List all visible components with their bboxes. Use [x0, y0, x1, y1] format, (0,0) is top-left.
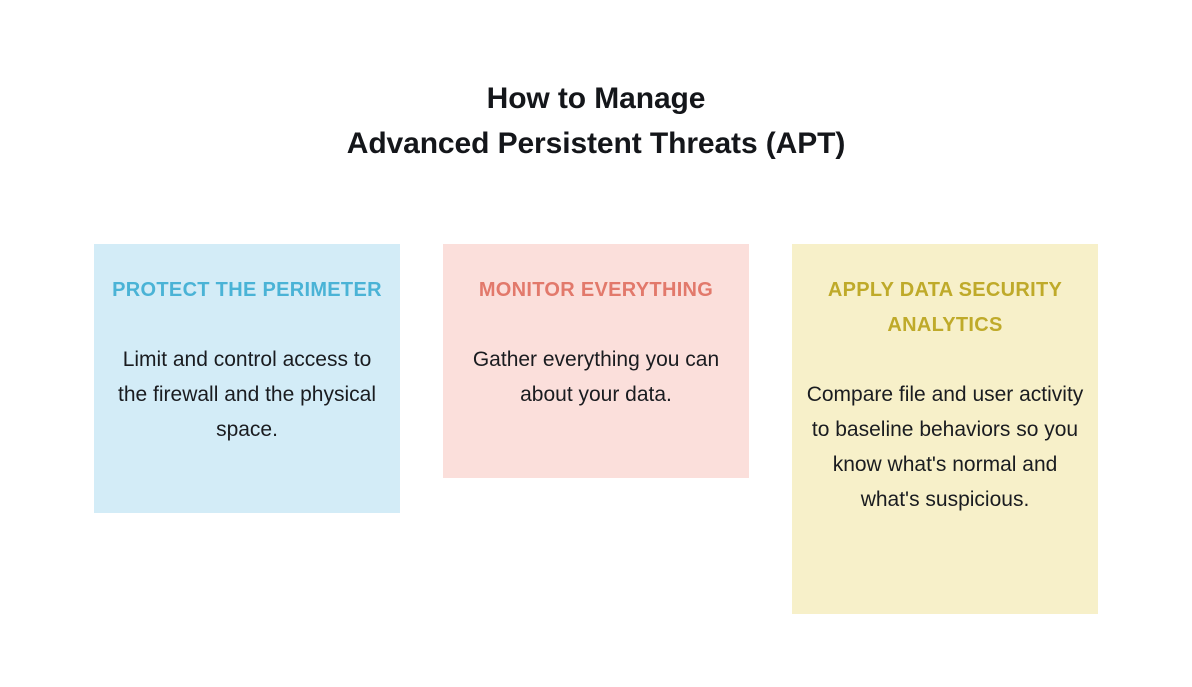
cards-row: PROTECT THE PERIMETER Limit and control …	[94, 244, 1098, 614]
card-monitor-everything: MONITOR EVERYTHING Gather everything you…	[443, 244, 749, 478]
title-line-2: Advanced Persistent Threats (APT)	[346, 127, 846, 160]
card-body-apply-data-security-analytics: Compare file and user activity to baseli…	[806, 383, 1084, 511]
card-apply-data-security-analytics: APPLY DATA SECURITY ANALYTICS Compare fi…	[792, 244, 1098, 614]
card-body-protect-the-perimeter: Limit and control access to the firewall…	[118, 348, 376, 441]
page-title: How to Manage Advanced Persistent Threat…	[0, 76, 1192, 166]
card-heading-apply-data-security-analytics: APPLY DATA SECURITY ANALYTICS	[827, 279, 1063, 336]
card-body-monitor-everything: Gather everything you can about your dat…	[472, 348, 720, 406]
card-heading-monitor-everything: MONITOR EVERYTHING	[478, 279, 714, 301]
title-line-1: How to Manage	[486, 82, 706, 115]
card-protect-the-perimeter: PROTECT THE PERIMETER Limit and control …	[94, 244, 400, 513]
card-heading-protect-the-perimeter: PROTECT THE PERIMETER	[112, 279, 382, 301]
